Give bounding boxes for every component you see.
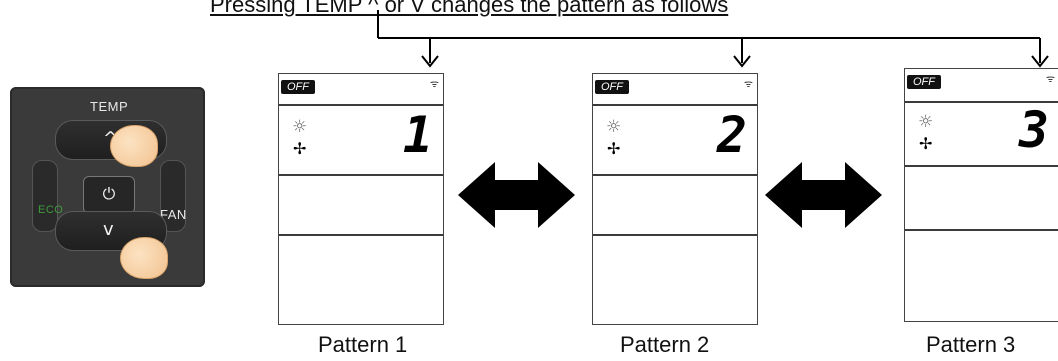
off-badge: OFF: [281, 80, 315, 94]
double-arrow-2: [765, 162, 882, 228]
divider: [905, 229, 1058, 231]
pattern-digit: 3: [1018, 101, 1049, 159]
chevron-down-icon: v: [103, 219, 114, 240]
pattern-caption-2: Pattern 2: [620, 332, 710, 357]
divider: [905, 101, 1058, 103]
arrowhead-1: [421, 55, 439, 68]
fan-label: FAN: [160, 207, 187, 222]
power-button[interactable]: ⏻: [83, 176, 135, 214]
pointing-hand-icon: [120, 237, 168, 279]
arrowhead-3: [1031, 55, 1049, 68]
pattern-caption-3: Pattern 3: [926, 332, 1016, 357]
divider: [905, 165, 1058, 167]
display-pattern-3: OFF ᯤ ☼ ✢ 3: [904, 68, 1058, 322]
power-icon: ⏻: [102, 184, 116, 203]
eco-button[interactable]: [32, 160, 58, 232]
sun-icon: ☼: [918, 112, 934, 132]
pattern-digit: 2: [716, 106, 747, 164]
fan-icon: ✢: [293, 139, 307, 158]
divider: [593, 234, 757, 236]
temp-down-button[interactable]: v: [55, 211, 167, 251]
fan-button[interactable]: [160, 160, 186, 232]
display-pattern-1: OFF ᯤ ☼ ✢ 1: [278, 73, 444, 325]
divider: [279, 174, 443, 176]
arrowhead-2: [733, 55, 751, 68]
eco-label: ECO: [38, 204, 64, 216]
divider: [593, 104, 757, 106]
off-badge: OFF: [907, 75, 941, 89]
remote-control: TEMP ^ ECO ⏻ FAN v: [10, 87, 205, 287]
double-arrow-1: [458, 162, 575, 228]
pattern-caption-1: Pattern 1: [318, 332, 408, 357]
sun-icon: ☼: [292, 117, 308, 137]
wifi-icon: ᯤ: [429, 79, 439, 90]
temp-label: TEMP: [90, 99, 129, 114]
divider: [593, 174, 757, 176]
instruction-text: Pressing TEMP ^ or V changes the pattern…: [210, 0, 729, 17]
divider: [279, 104, 443, 106]
sun-icon: ☼: [606, 117, 622, 137]
display-pattern-2: OFF ᯤ ☼ ✢ 2: [592, 73, 758, 325]
off-badge: OFF: [595, 80, 629, 94]
divider: [279, 234, 443, 236]
fan-icon: ✢: [919, 134, 933, 153]
wifi-icon: ᯤ: [743, 79, 753, 90]
wifi-icon: ᯤ: [1045, 74, 1055, 85]
pointing-hand-icon: [110, 125, 158, 167]
pattern-digit: 1: [402, 106, 433, 164]
fan-icon: ✢: [607, 139, 621, 158]
